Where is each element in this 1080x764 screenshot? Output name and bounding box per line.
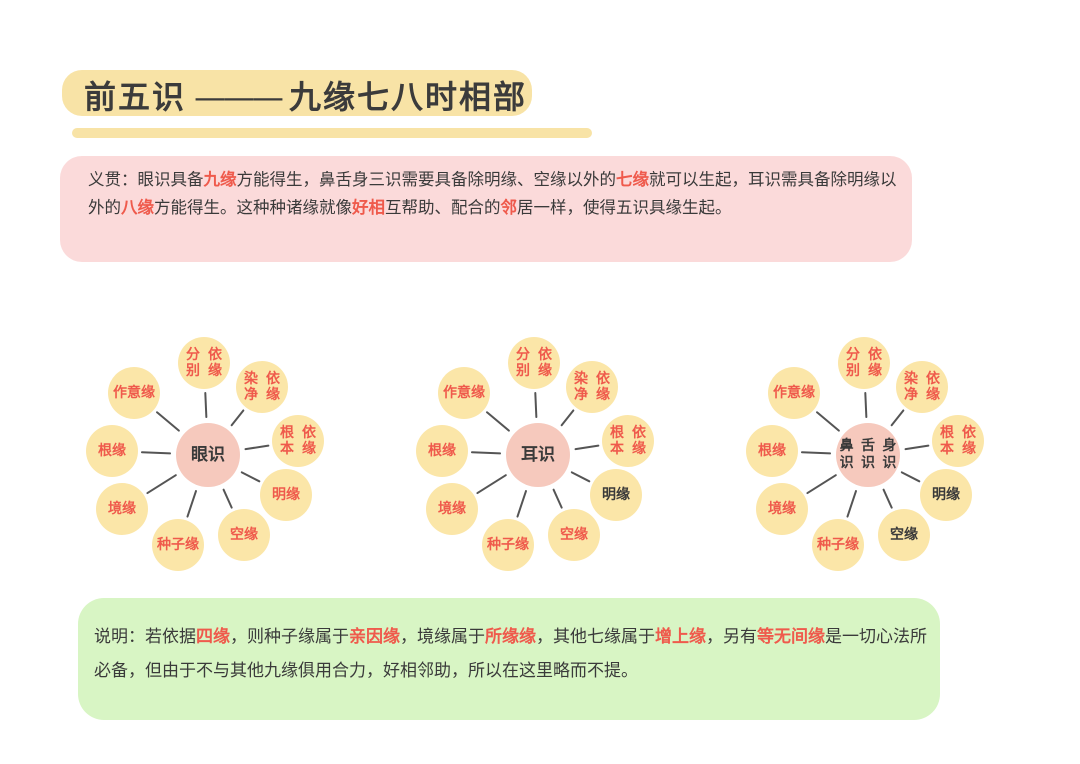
footer-highlight: 所缘缘	[485, 627, 536, 647]
spoke-line	[534, 391, 538, 419]
condition-petal: 根本依缘	[602, 415, 654, 467]
footer-note: 说明：若依据四缘，则种子缘属于亲因缘，境缘属于所缘缘，其他七缘属于增上缘，另有等…	[78, 598, 940, 720]
intro-seg: 居一样，使得五识具缘生起。	[517, 198, 732, 217]
spoke-line	[846, 490, 857, 518]
intro-text: 义贯：眼识具备九缘方能得生，鼻舌身三识需要具备除明缘、空缘以外的七缘就可以生起，…	[88, 166, 898, 222]
spoke-line	[904, 444, 930, 451]
footer-seg: ，另有	[706, 627, 757, 647]
spoke-line	[900, 471, 921, 483]
condition-petal: 境缘	[96, 483, 148, 535]
spoke-line	[800, 451, 832, 455]
condition-petal: 空缘	[218, 509, 270, 561]
spoke-line	[552, 488, 563, 509]
spoke-line	[560, 409, 575, 427]
condition-petal: 境缘	[426, 483, 478, 535]
consciousness-center: 耳识	[506, 423, 570, 487]
condition-petal: 染净依缘	[566, 361, 618, 413]
title-highlight	[62, 70, 532, 116]
condition-petal: 分别依缘	[508, 337, 560, 389]
footer-seg: 是一切心法所必备，但由于不与其他九缘俱用合力，好相邻助，所以在这里略而不提。	[94, 627, 927, 681]
spoke-line	[470, 451, 502, 455]
condition-petal: 境缘	[756, 483, 808, 535]
condition-petal: 种子缘	[812, 519, 864, 571]
condition-petal: 明缘	[260, 469, 312, 521]
title-block: 前五识———九缘七八时相部	[62, 62, 592, 144]
condition-petal: 分别依缘	[838, 337, 890, 389]
condition-petal: 明缘	[920, 469, 972, 521]
intro-seg: 就可以生起，耳识需具备除明缘以外的	[88, 170, 897, 217]
condition-petal: 作意缘	[438, 367, 490, 419]
condition-petal: 染净依缘	[236, 361, 288, 413]
intro-seg: 方能得生，鼻舌身三识需要具备除明缘、空缘以外的	[236, 170, 617, 189]
footer-seg: 说明：若依据	[94, 627, 196, 647]
spoke-line	[882, 488, 893, 509]
intro-highlight: 邻	[500, 198, 518, 217]
consciousness-center: 鼻识舌识身识	[836, 423, 900, 487]
spoke-line	[244, 444, 270, 451]
condition-petal: 空缘	[548, 509, 600, 561]
spoke-line	[240, 471, 261, 483]
condition-petal: 作意缘	[108, 367, 160, 419]
spoke-line	[155, 411, 180, 432]
spoke-line	[186, 490, 197, 518]
intro-highlight: 八缘	[121, 198, 154, 217]
intro-seg: 义贯：眼识具备	[88, 170, 204, 189]
intro-seg: 互帮助、配合的	[385, 198, 501, 217]
intro-seg: 方能得生。这种种诸缘就像	[154, 198, 352, 217]
footer-seg: ，则种子缘属于	[230, 627, 349, 647]
condition-petal: 根缘	[416, 425, 468, 477]
footer-text: 说明：若依据四缘，则种子缘属于亲因缘，境缘属于所缘缘，其他七缘属于增上缘，另有等…	[94, 620, 934, 688]
page-title: 前五识———九缘七八时相部	[84, 72, 527, 118]
spoke-line	[570, 471, 591, 483]
condition-petal: 根本依缘	[272, 415, 324, 467]
footer-seg: ，境缘属于	[400, 627, 485, 647]
condition-petal: 种子缘	[482, 519, 534, 571]
condition-petal: 染净依缘	[896, 361, 948, 413]
spoke-line	[864, 391, 868, 419]
footer-highlight: 四缘	[196, 627, 230, 647]
spoke-line	[485, 411, 510, 432]
intro-note: 义贯：眼识具备九缘方能得生，鼻舌身三识需要具备除明缘、空缘以外的七缘就可以生起，…	[60, 156, 912, 262]
spoke-line	[476, 474, 507, 495]
consciousness-center: 眼识	[176, 423, 240, 487]
condition-petal: 种子缘	[152, 519, 204, 571]
title-underline	[72, 128, 592, 138]
condition-petal: 作意缘	[768, 367, 820, 419]
condition-petal: 空缘	[878, 509, 930, 561]
footer-highlight: 增上缘	[655, 627, 706, 647]
footer-highlight: 亲因缘	[349, 627, 400, 647]
intro-highlight: 九缘	[203, 170, 237, 189]
spoke-line	[140, 451, 172, 455]
title-dash: ———	[194, 78, 284, 116]
condition-petal: 分别依缘	[178, 337, 230, 389]
condition-petal: 根本依缘	[932, 415, 984, 467]
spoke-line	[516, 490, 527, 518]
title-right: 九缘七八时相部	[289, 78, 528, 116]
spoke-line	[146, 474, 177, 495]
condition-petal: 明缘	[590, 469, 642, 521]
spoke-line	[890, 409, 905, 427]
intro-highlight: 好相	[352, 198, 385, 217]
title-left: 前五识	[84, 78, 187, 116]
intro-highlight: 七缘	[616, 170, 649, 189]
footer-seg: ，其他七缘属于	[536, 627, 655, 647]
spoke-line	[815, 411, 840, 432]
spoke-line	[204, 391, 208, 419]
footer-highlight: 等无间缘	[757, 627, 825, 647]
spoke-line	[806, 474, 837, 495]
spoke-line	[574, 444, 600, 451]
spoke-line	[222, 488, 233, 509]
condition-petal: 根缘	[86, 425, 138, 477]
spoke-line	[230, 409, 245, 427]
condition-petal: 根缘	[746, 425, 798, 477]
